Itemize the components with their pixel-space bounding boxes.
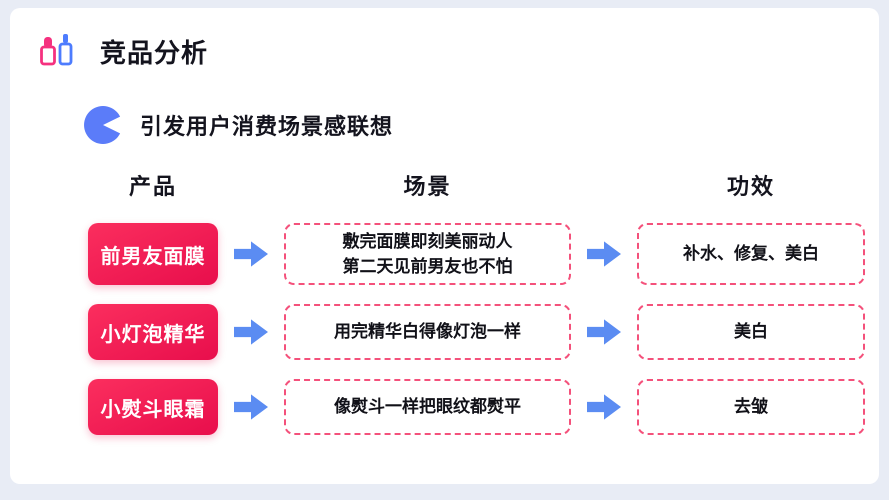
scene-line: 像熨斗一样把眼纹都熨平 — [334, 397, 521, 417]
effect-text: 补水、修复、美白 — [683, 244, 819, 264]
effect-box: 美白 — [637, 304, 865, 360]
arrow-cell — [587, 223, 621, 285]
pacman-icon — [84, 106, 122, 144]
arrow-cell — [234, 304, 268, 360]
scene-line: 第二天见前男友也不怕 — [342, 257, 513, 276]
subtitle-row: 引发用户消费场景感联想 — [10, 72, 879, 144]
scene-line: 敷完面膜即刻美丽动人 — [342, 231, 513, 251]
page-title: 竞品分析 — [100, 37, 209, 68]
effect-text: 美白 — [734, 322, 768, 342]
product-pill: 前男友面膜 — [88, 223, 218, 285]
column-header-product: 产品 — [128, 174, 177, 199]
arrow-right-icon — [234, 394, 268, 420]
arrow-cell — [234, 379, 268, 435]
arrow-cell — [587, 379, 621, 435]
product-pill: 小熨斗眼霜 — [88, 379, 218, 435]
arrow-right-icon — [587, 319, 621, 345]
comparison-flow-grid: 产品 场景 功效 前男友面膜 敷完面膜即刻美丽动人 第二天见前男友也不怕 补水、… — [88, 166, 879, 435]
effect-box: 去皱 — [637, 379, 865, 435]
column-header-effect: 功效 — [726, 174, 775, 199]
effect-text: 去皱 — [734, 397, 768, 417]
section-subtitle: 引发用户消费场景感联想 — [140, 114, 394, 139]
arrow-cell — [234, 223, 268, 285]
scene-box: 像熨斗一样把眼纹都熨平 — [284, 379, 571, 435]
column-header-scene: 场景 — [403, 174, 452, 199]
title-row: 竞品分析 — [10, 8, 879, 72]
presentation-slide: 竞品分析 引发用户消费场景感联想 产品 场景 功效 前男友面膜 敷完面膜即刻美丽… — [10, 8, 879, 484]
arrow-cell — [587, 304, 621, 360]
scene-line: 用完精华白得像灯泡一样 — [334, 322, 521, 342]
arrow-right-icon — [587, 241, 621, 267]
header-spacer-1 — [234, 166, 268, 204]
header-spacer-2 — [587, 166, 621, 204]
arrow-right-icon — [587, 394, 621, 420]
arrow-right-icon — [234, 241, 268, 267]
effect-box: 补水、修复、美白 — [637, 223, 865, 285]
scene-box: 敷完面膜即刻美丽动人 第二天见前男友也不怕 — [284, 223, 571, 285]
arrow-right-icon — [234, 319, 268, 345]
product-pill: 小灯泡精华 — [88, 304, 218, 360]
scene-box: 用完精华白得像灯泡一样 — [284, 304, 571, 360]
cosmetics-icon — [36, 30, 78, 72]
